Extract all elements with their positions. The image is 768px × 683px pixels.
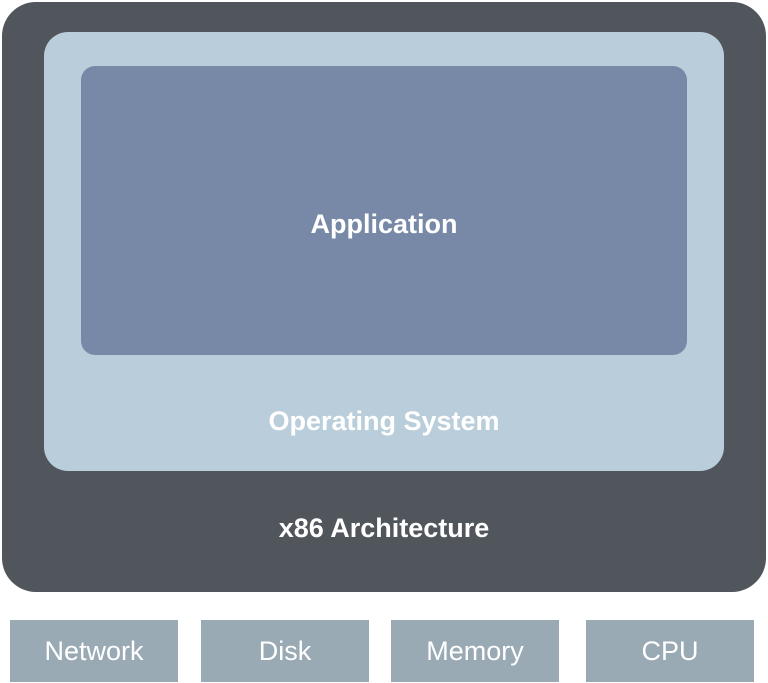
hardware-cpu-box: CPU: [586, 620, 754, 682]
hardware-disk-box: Disk: [201, 620, 369, 682]
application-layer: [81, 66, 687, 355]
operating-system-label: Operating System: [268, 406, 500, 436]
application-label: Application: [310, 209, 458, 239]
x86-architecture-label: x86 Architecture: [278, 513, 490, 543]
hardware-network-box: Network: [10, 620, 178, 682]
hardware-memory-box: Memory: [391, 620, 559, 682]
